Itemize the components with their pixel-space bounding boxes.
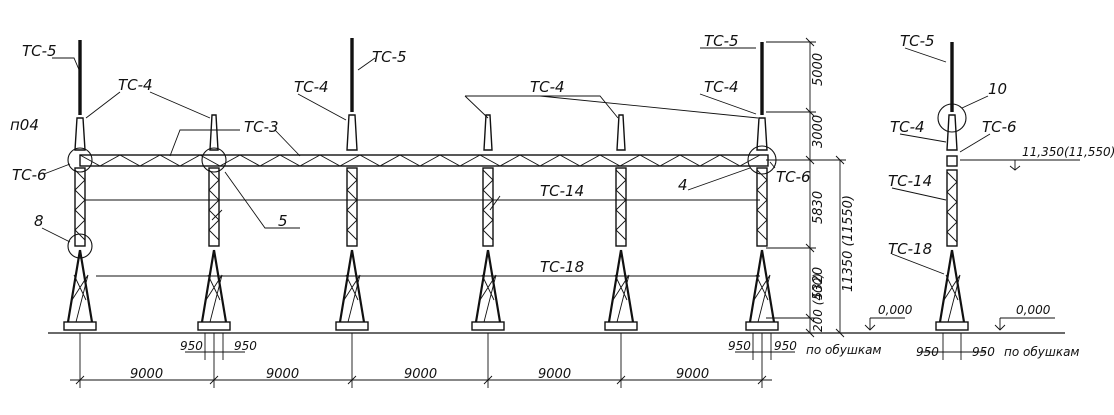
label-ts14-side: ТС-14 [888, 172, 932, 190]
label-ts5-middle: ТС-5 [372, 48, 407, 66]
dim-span-5: 9000 [676, 367, 709, 382]
label-ts5-left: ТС-5 [22, 42, 57, 60]
dim-offset-right-b: 950 [774, 339, 797, 353]
dim-offset-side-a: 950 [916, 345, 939, 359]
dim-height-mid: 5830 [811, 191, 826, 224]
dim-height-top: 3000 [811, 115, 826, 148]
dim-along-angles-main: по обушкам [806, 343, 881, 357]
label-ts18: ТС-18 [540, 258, 584, 276]
column-2 [197, 114, 231, 331]
label-ts4-right-group: ТС-4 [530, 78, 565, 96]
dim-offset-right-a: 950 [728, 339, 751, 353]
dim-span-1: 9000 [130, 367, 163, 382]
label-ts14: ТС-14 [540, 182, 584, 200]
vertical-dimensions [766, 37, 1080, 338]
label-ts4-left: ТС-4 [118, 76, 153, 94]
column-1 [63, 40, 97, 331]
column-side-view [935, 42, 969, 331]
label-ts4-middle: ТС-4 [294, 78, 329, 96]
dim-span-4: 9000 [538, 367, 571, 382]
column-5 [604, 114, 638, 331]
column-4 [471, 114, 505, 331]
detail-circle-5 [201, 147, 227, 173]
label-ts4-right: ТС-4 [704, 78, 739, 96]
label-ts6-side: ТС-6 [982, 118, 1017, 136]
label-node-10: 10 [988, 80, 1007, 98]
column-3 [335, 38, 369, 331]
dim-height-total: 11350 (11550) [841, 195, 856, 292]
label-node-p04: п04 [10, 116, 39, 134]
detail-circle-8 [67, 233, 93, 259]
dim-along-angles-side: по обушкам [1004, 345, 1079, 359]
dim-offset-left-b: 950 [234, 339, 257, 353]
elevation-zero-side: 0,000 [1016, 303, 1051, 317]
elevation-beam: 11,350(11,550) [1022, 145, 1114, 159]
label-ts3: ТС-3 [244, 118, 279, 136]
dim-span-2: 9000 [266, 367, 299, 382]
label-ts5-side: ТС-5 [900, 32, 935, 50]
label-ts18-side: ТС-18 [888, 240, 932, 258]
beam-ts3 [79, 154, 769, 167]
label-ts6-right: ТС-6 [776, 168, 811, 186]
label-ts5-right: ТС-5 [704, 32, 739, 50]
dim-offset-side-b: 950 [972, 345, 995, 359]
dim-height-mast: 5000 [811, 53, 826, 86]
detail-circle-10 [937, 103, 967, 133]
label-ts4-side: ТС-4 [890, 118, 925, 136]
leader-lines [41, 47, 991, 277]
horizontal-dimensions [70, 333, 985, 388]
dim-height-low: 5320 [811, 267, 826, 300]
column-6 [745, 42, 779, 331]
dim-offset-left-a: 950 [180, 339, 203, 353]
detail-circle-p04 [67, 147, 93, 173]
elevation-zero-main: 0,000 [878, 303, 913, 317]
label-ts6-left: ТС-6 [12, 166, 47, 184]
dim-span-3: 9000 [404, 367, 437, 382]
label-node-8: 8 [34, 212, 44, 230]
label-node-5: 5 [278, 212, 288, 230]
dim-height-base: 200 (400) [811, 273, 825, 332]
label-node-4: 4 [678, 176, 688, 194]
